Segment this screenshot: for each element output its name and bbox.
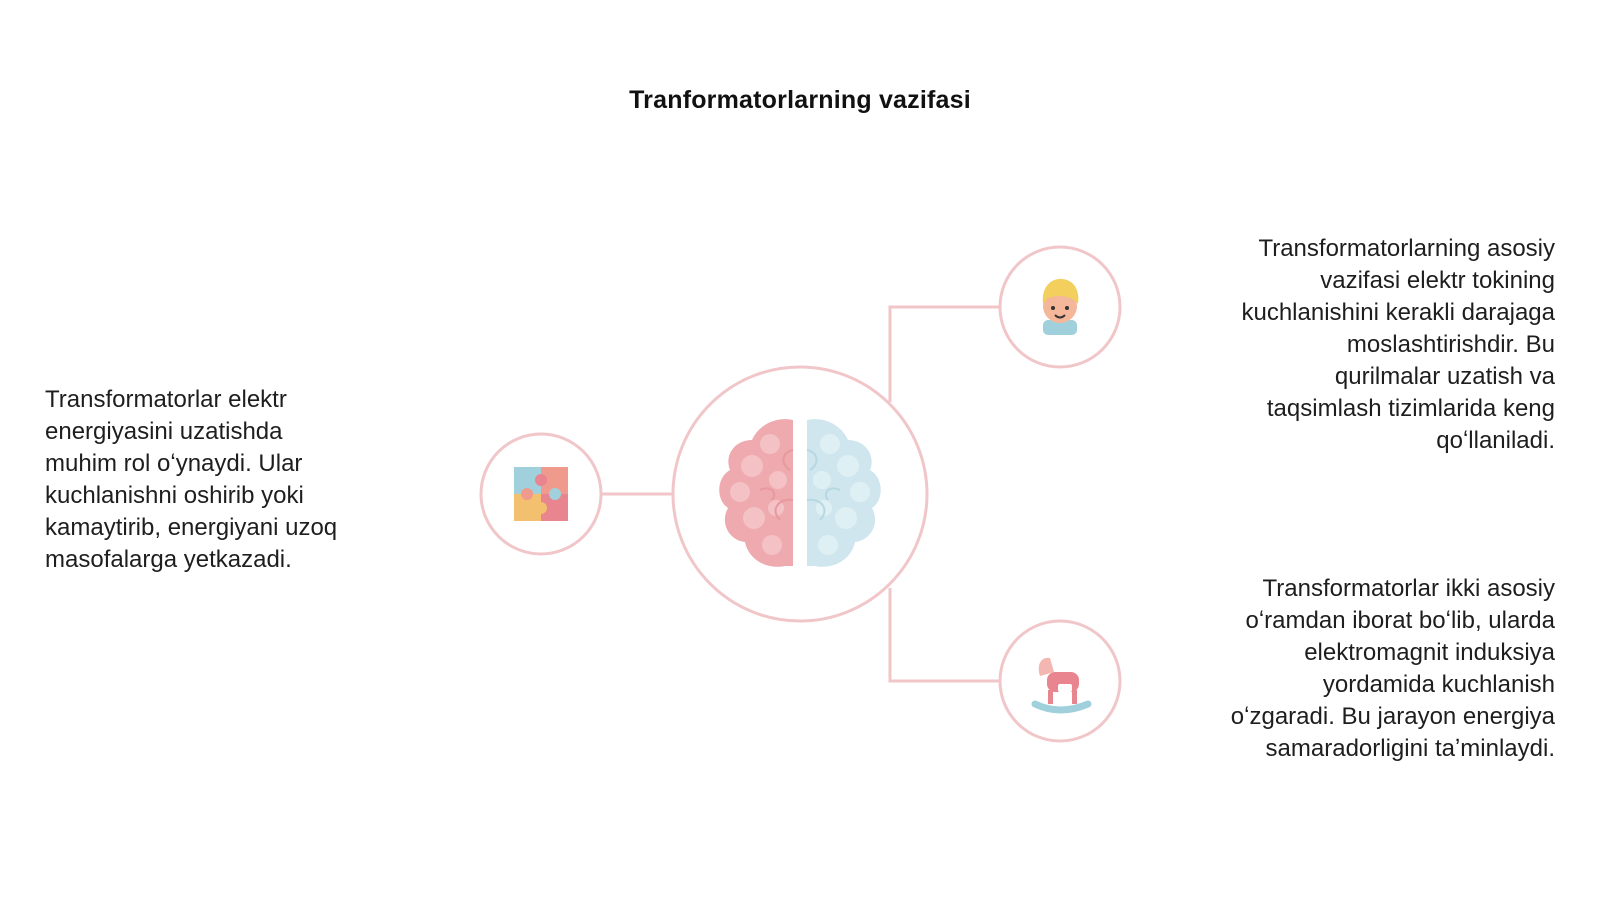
center-node: [671, 365, 929, 623]
brain-icon: [719, 419, 881, 567]
connector-top-right: [888, 305, 1000, 402]
top-right-node[interactable]: [998, 245, 1122, 369]
connector-bottom-right: [888, 588, 1000, 683]
top-right-node-text: Transformatorlarning asosiy vazifasi ele…: [1241, 235, 1555, 454]
left-node[interactable]: [479, 432, 603, 556]
bottom-right-node-text: Transformatorlar ikki asosiy oʻramdan ib…: [1230, 575, 1555, 762]
left-node-text: Transformatorlar elektr energiyasini uza…: [45, 386, 338, 573]
child-face-icon: [1042, 278, 1079, 335]
puzzle-icon: [514, 467, 568, 521]
bottom-right-node[interactable]: [998, 619, 1122, 743]
connector-lines: [601, 305, 1000, 683]
page-title: Tranformatorlarning vazifasi: [629, 86, 971, 114]
rocking-horse-icon: [1031, 657, 1092, 714]
